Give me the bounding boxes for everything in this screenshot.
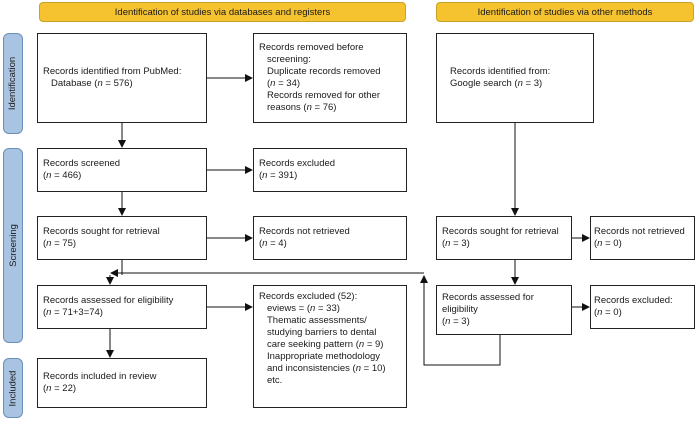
box-not-retrieved-other: Records not retrieved (n = 0) [590, 216, 695, 260]
box-records-screened: Records screened (n = 466) [37, 148, 207, 192]
header-other-methods: Identification of studies via other meth… [436, 2, 694, 22]
box-retrieval-database: Records sought for retrieval (n = 75) [37, 216, 207, 260]
stage-identification: Identification [3, 33, 23, 134]
arrow-merge-path [420, 275, 501, 366]
box-excluded-other: Records excluded: (n = 0) [590, 285, 695, 329]
box-records-excluded: Records excluded (n = 391) [253, 148, 407, 192]
stage-screening: Screening [3, 148, 23, 343]
box-excluded-52: Records excluded (52): eviews = (n = 33)… [253, 285, 407, 408]
box-not-retrieved-database: Records not retrieved (n = 4) [253, 216, 407, 260]
box-retrieval-other: Records sought for retrieval (n = 3) [436, 216, 572, 260]
box-eligibility-other: Records assessed for eligibility (n = 3) [436, 285, 572, 335]
box-included-in-review: Records included in review (n = 22) [37, 358, 207, 408]
box-identified-other: Records identified from: Google search (… [436, 33, 594, 123]
header-databases: Identification of studies via databases … [39, 2, 406, 22]
box-eligibility-database: Records assessed for eligibility (n = 71… [37, 285, 207, 329]
box-identified-database: Records identified from PubMed: Database… [37, 33, 207, 123]
box-records-removed: Records removed before screening: Duplic… [253, 33, 407, 123]
stage-included: Included [3, 358, 23, 418]
